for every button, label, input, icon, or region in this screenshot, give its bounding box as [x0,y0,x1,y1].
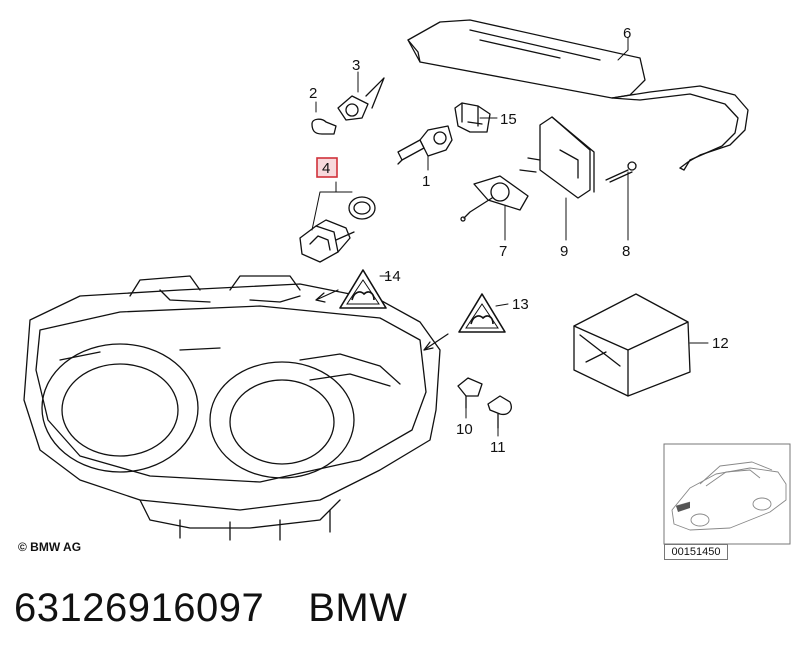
part-box-kit [573,293,691,397]
callout-12: 12 [712,335,729,352]
part-bulb-clip [454,102,491,133]
callout-13: 13 [512,296,529,313]
headlight-housing [23,275,441,541]
callout-1: 1 [422,173,430,190]
part-igniter [460,175,529,222]
part-screw [605,161,637,183]
warning-sticker-13 [458,293,506,333]
brand-name: BMW [308,586,408,630]
callout-10: 10 [456,421,473,438]
part-title-line: 63126916097 BMW [14,586,407,631]
callout-15: 15 [500,111,517,128]
diagram-reference: 00151450 [664,544,728,560]
part-bulb-11 [487,395,512,429]
part-socket-assembly [299,196,376,263]
part-bulb-10 [457,377,483,409]
callout-11: 11 [490,439,506,456]
part-number: 63126916097 [14,586,265,630]
callout-8: 8 [622,243,630,260]
warning-sticker-14 [339,269,387,309]
leader-lines [311,37,709,437]
callout-2: 2 [309,85,317,102]
callout-14: 14 [384,268,401,285]
callout-4-highlight [316,157,338,178]
vehicle-thumbnail [663,443,791,545]
copyright-text: © BMW AG [18,540,82,554]
callout-4: 4 [322,160,330,177]
arrows [315,289,449,351]
part-bulb-socket [337,77,385,121]
part-cover-strip [407,19,749,171]
callout-6: 6 [623,25,631,42]
callout-9: 9 [560,243,568,260]
callout-7: 7 [499,243,507,260]
part-bulb-h7 [397,125,453,165]
part-small-bulb [311,118,337,135]
part-ballast-unit [519,116,595,199]
callout-3: 3 [352,57,360,74]
callout-labels: 1 2 3 4 6 7 8 9 10 11 12 13 14 15 [309,25,729,456]
